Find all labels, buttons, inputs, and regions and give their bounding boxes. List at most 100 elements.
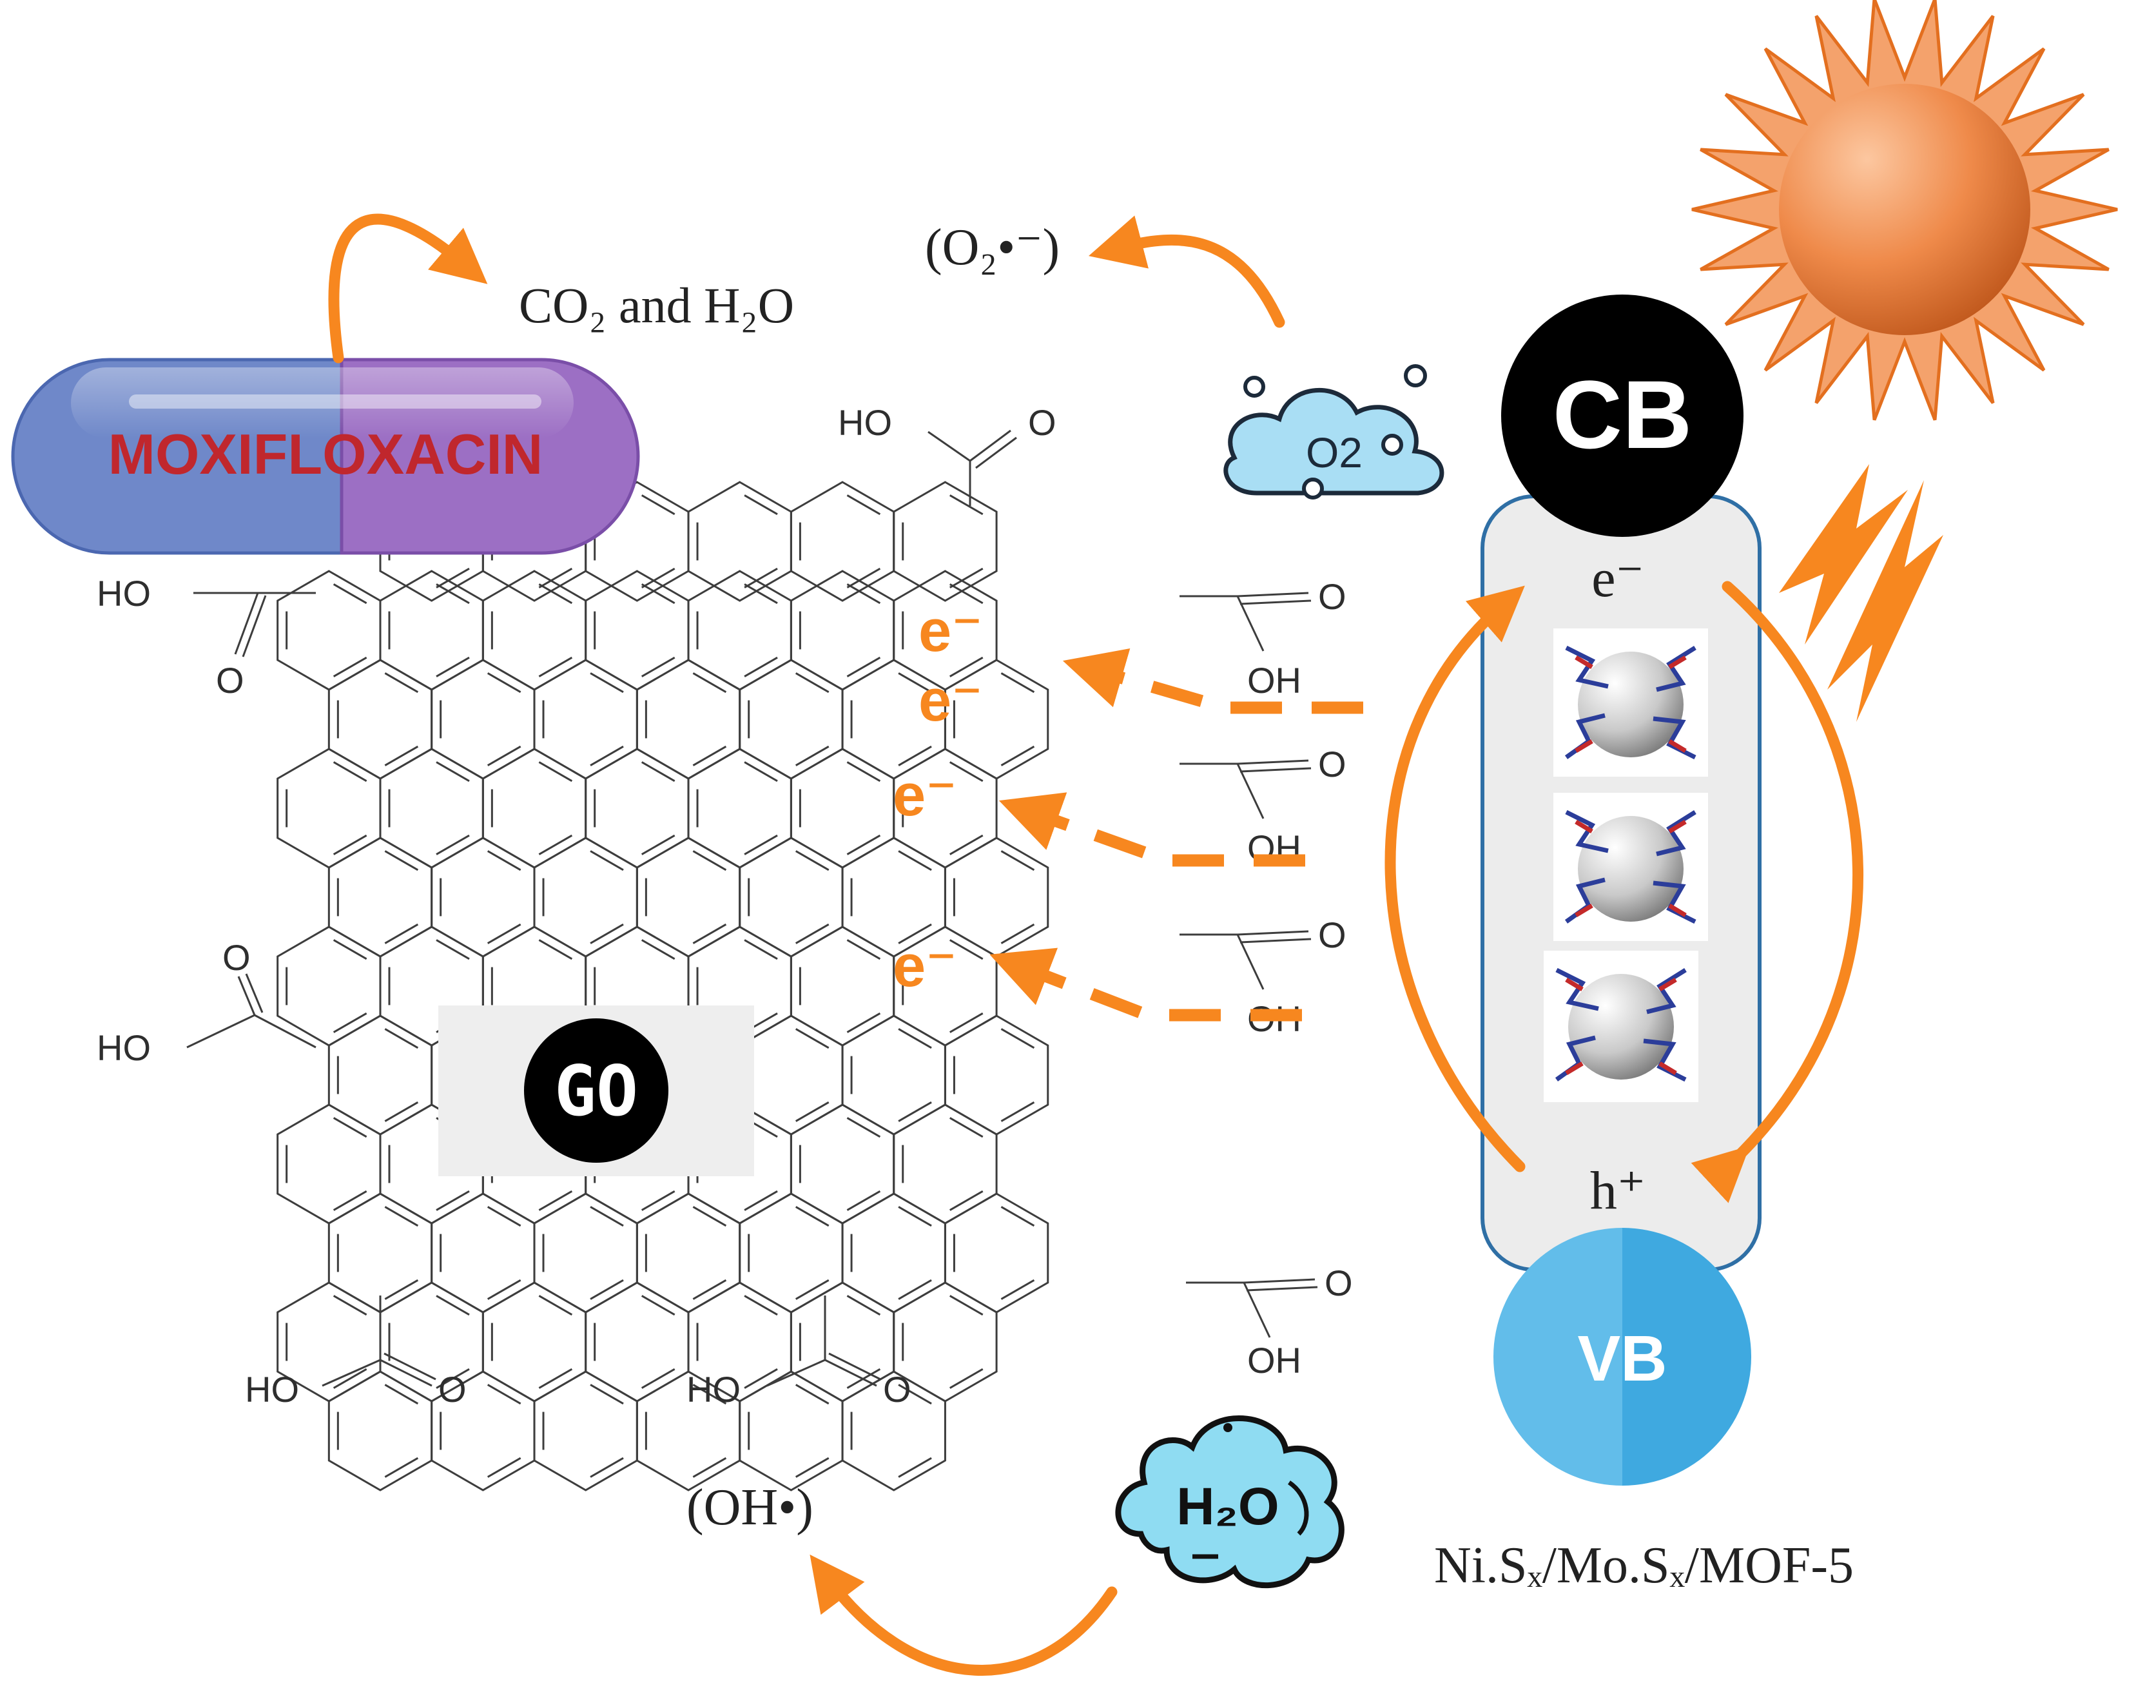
double-bond xyxy=(487,672,521,694)
carbon-ring xyxy=(790,748,895,869)
mof-5-cluster-icon xyxy=(1553,628,1708,777)
double-bond xyxy=(949,494,984,516)
double-bond xyxy=(795,850,830,871)
double-bond xyxy=(538,656,573,677)
double-bond xyxy=(333,1117,367,1138)
double-bond xyxy=(949,834,984,855)
carbon-ring xyxy=(533,837,638,958)
double-bond xyxy=(949,1368,984,1389)
carbon-ring xyxy=(481,748,587,869)
double-bond xyxy=(744,1368,778,1389)
double-bond xyxy=(795,1384,830,1405)
double-bond xyxy=(692,850,727,871)
group-label: O xyxy=(1318,915,1346,955)
double-bond xyxy=(949,761,984,782)
double-bond xyxy=(846,1117,881,1138)
go-label: GO xyxy=(438,1005,754,1176)
carbon-ring xyxy=(585,570,690,691)
group-label: HO xyxy=(686,1369,741,1410)
double-bond xyxy=(436,567,470,588)
double-bond xyxy=(744,1295,778,1316)
group-label: O xyxy=(216,660,244,701)
carboxyl-group-left-lower: O HO xyxy=(97,937,316,1068)
group-label: O xyxy=(438,1369,467,1410)
double-bond xyxy=(333,1190,367,1211)
composite-label: Ni.Sₓ/Mo.Sₓ/MOF-5 xyxy=(1434,1537,1854,1594)
double-bond xyxy=(333,761,367,782)
cb-badge: CB xyxy=(1501,295,1743,537)
double-bond xyxy=(487,923,521,944)
double-bond xyxy=(436,1368,470,1389)
o2-text: O2 xyxy=(1306,429,1363,476)
carbon-ring xyxy=(944,837,1049,958)
double-bond xyxy=(590,1206,624,1227)
double-bond xyxy=(898,1384,932,1405)
group-label: HO xyxy=(838,402,892,443)
double-bond xyxy=(590,850,624,871)
h2o-text: H₂O xyxy=(1176,1477,1279,1536)
double-bond xyxy=(898,1028,932,1049)
carbon-ring xyxy=(687,748,792,869)
carbon-ring xyxy=(790,1281,895,1402)
double-bond xyxy=(641,656,675,677)
group-label: HO xyxy=(97,573,151,614)
moxifloxacin-pill: MOXIFLOXACIN xyxy=(11,358,640,555)
carbon-ring xyxy=(379,748,484,869)
double-bond xyxy=(538,567,573,588)
vb-text: VB xyxy=(1578,1323,1667,1395)
carbon-ring xyxy=(327,1370,433,1491)
double-bond xyxy=(1000,1206,1035,1227)
double-bond xyxy=(333,1012,367,1033)
superoxide-arrow xyxy=(1088,215,1285,328)
carbon-ring xyxy=(585,748,690,869)
double-bond xyxy=(436,656,470,677)
carbon-ring xyxy=(841,1192,946,1314)
carbon-ring xyxy=(893,1103,998,1225)
go-electron-label: e⁻ xyxy=(893,762,957,828)
carbon-ring xyxy=(790,926,895,1047)
electron-transfer-arrow-3 xyxy=(989,947,1302,1022)
double-bond xyxy=(795,745,830,766)
carbon-ring xyxy=(327,1014,433,1136)
carbon-ring xyxy=(481,1281,587,1402)
carboxyl-group-bottom-1: HO O xyxy=(245,1296,467,1410)
double-bond xyxy=(744,583,778,605)
sun-icon xyxy=(1691,0,2118,421)
double-bond xyxy=(898,850,932,871)
carbon-ring xyxy=(841,1014,946,1136)
carbon-ring xyxy=(533,1192,638,1314)
double-bond xyxy=(744,1190,778,1211)
double-bond xyxy=(1000,850,1035,871)
carbon-ring xyxy=(327,837,433,958)
recombination-arrow-right xyxy=(1691,581,1863,1203)
carbon-ring xyxy=(585,1281,690,1402)
double-bond xyxy=(898,923,932,944)
group-label: OH xyxy=(1247,1340,1301,1381)
go-text: GO xyxy=(554,1051,638,1132)
carbon-ring xyxy=(739,659,844,780)
o2-cloud-icon: O2 xyxy=(1223,364,1444,500)
carbon-ring xyxy=(790,1103,895,1225)
double-bond xyxy=(949,567,984,588)
double-bond xyxy=(641,567,675,588)
cb-electron-text: e⁻ xyxy=(1591,548,1644,608)
carboxyl-group-bottom-2: HO O xyxy=(686,1296,911,1410)
double-bond xyxy=(538,583,573,605)
go-electron-label: e⁻ xyxy=(893,933,957,999)
double-bond xyxy=(744,761,778,782)
carboxyl-group-right-4: O OH xyxy=(1186,1263,1353,1381)
double-bond xyxy=(487,745,521,766)
double-bond xyxy=(641,761,675,782)
carbon-ring xyxy=(327,659,433,780)
carbon-ring xyxy=(944,1014,1049,1136)
carbon-ring xyxy=(481,570,587,691)
double-bond xyxy=(949,1190,984,1211)
double-bond xyxy=(846,1295,881,1316)
carbon-ring xyxy=(636,1192,741,1314)
carbon-ring xyxy=(636,837,741,958)
double-bond xyxy=(333,1368,367,1389)
moxifloxacin-text: MOXIFLOXACIN xyxy=(108,422,543,486)
mof-5-cluster-icon xyxy=(1553,793,1708,941)
superoxide-text: (O₂•⁻) xyxy=(925,219,1060,276)
